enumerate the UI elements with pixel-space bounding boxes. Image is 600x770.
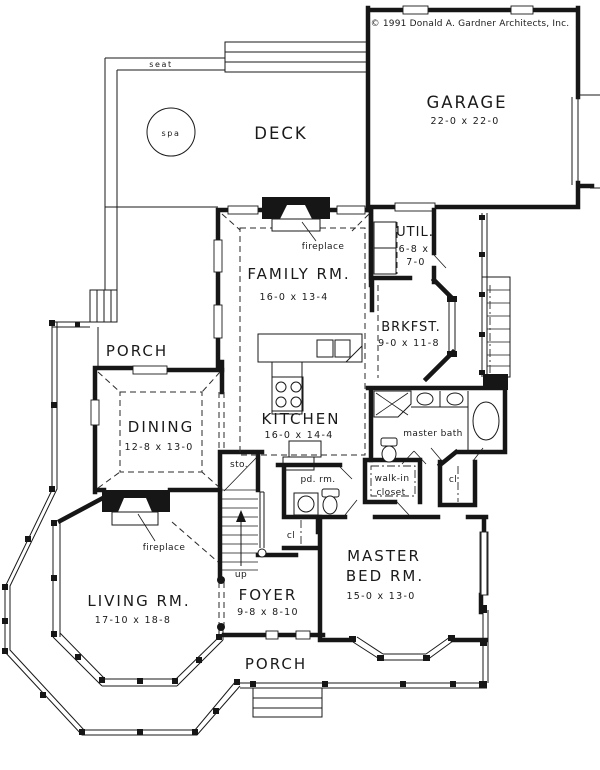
seat-label: seat	[149, 60, 173, 69]
kitchen-dims: 16-0 x 14-4	[264, 430, 333, 441]
garage-label: GARAGE	[426, 93, 507, 112]
family-fireplace-label: fireplace	[302, 242, 345, 252]
kitchen-sink	[316, 339, 334, 358]
dining-dims: 12-8 x 13-0	[124, 442, 193, 453]
staircase	[222, 456, 267, 571]
util-appliances	[373, 221, 397, 275]
living-room-label: LIVING RM.	[87, 592, 190, 610]
door-swings	[339, 254, 484, 516]
garage-dims: 22-0 x 22-0	[430, 116, 499, 127]
walk-in-label-2: closet	[376, 488, 405, 498]
util-dims-1: 6-8 x	[399, 244, 430, 255]
brkfst-dims: 9-0 x 11-8	[378, 338, 440, 349]
kitchen-counters	[257, 333, 363, 471]
bath-sink-right	[446, 392, 464, 406]
porch-railings	[2, 320, 489, 736]
railing-posts	[2, 320, 487, 735]
walk-in-label-1: walk-in	[375, 474, 410, 484]
porch-lower-label: PORCH	[245, 655, 307, 673]
master-bay-windows	[349, 532, 488, 661]
master-bath-label: master bath	[403, 429, 462, 439]
side-stoop	[479, 213, 511, 378]
util-dims-2: 7-0	[406, 257, 425, 268]
foyer-dims: 9-8 x 8-10	[237, 607, 299, 618]
closet-hall-label: cl	[287, 531, 295, 541]
master-bed-label-1: MASTER	[347, 547, 421, 565]
living-fireplace-label: fireplace	[143, 543, 186, 553]
bath-sink-left	[416, 392, 434, 406]
porch-steps	[252, 687, 323, 718]
family-room-dims: 16-0 x 13-4	[259, 292, 328, 303]
labels: © 1991 Donald A. Gardner Architects, Inc…	[87, 19, 569, 673]
porch-upper-label: PORCH	[106, 342, 168, 360]
master-bath-fixtures	[373, 390, 500, 463]
powder-sink	[297, 495, 315, 513]
brkfst-label: BRKFST.	[381, 320, 441, 335]
master-bed-label-2: BED RM.	[346, 567, 424, 585]
bath-tub	[472, 401, 500, 441]
garage-walls	[365, 5, 600, 213]
storage-label: sto.	[230, 460, 248, 470]
master-bed-dims: 15-0 x 13-0	[346, 591, 415, 602]
family-room-label: FAMILY RM.	[247, 265, 350, 283]
bath-toilet	[380, 437, 398, 447]
deck-label: DECK	[254, 124, 307, 143]
garage-door	[571, 94, 600, 189]
up-label: up	[235, 570, 247, 580]
dining-label: DINING	[128, 418, 194, 436]
powder-room-label: pd. rm.	[300, 475, 335, 485]
util-label: UTIL.	[396, 225, 434, 240]
living-fireplace	[102, 490, 170, 542]
closet-bed-label: cl	[449, 475, 457, 485]
powder-room-fixtures	[293, 488, 340, 516]
living-room-dims: 17-10 x 18-8	[95, 615, 171, 626]
copyright-text: © 1991 Donald A. Gardner Architects, Inc…	[371, 19, 570, 29]
kitchen-label: KITCHEN	[262, 410, 341, 428]
spa-label: spa	[162, 129, 181, 138]
family-fireplace	[262, 197, 330, 242]
living-room-walls	[51, 520, 225, 687]
foyer-label: FOYER	[239, 586, 298, 604]
range	[271, 376, 304, 412]
spa-tub	[146, 107, 196, 157]
windows	[90, 205, 489, 640]
